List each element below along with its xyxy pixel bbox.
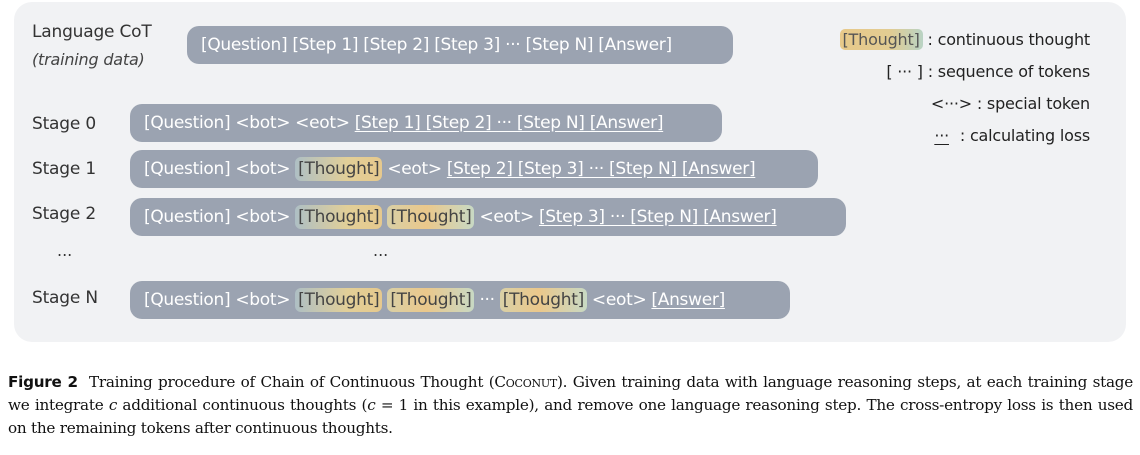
stage-label-0: Stage 0	[32, 114, 96, 134]
thought-token: [Thought]	[295, 205, 383, 229]
stage-label-n: Stage N	[32, 288, 98, 308]
stage-label-1: Stage 1	[32, 159, 96, 179]
var-c-2: c	[367, 396, 376, 414]
thought-token: [Thought]	[295, 288, 383, 312]
stage-ellipsis: ...	[57, 241, 73, 260]
bot-token: <bot>	[235, 159, 291, 179]
loss-tokens: [Step 2] [Step 3] ··· [Step N] [Answer]	[446, 159, 756, 179]
legend-thought-desc: : continuous thought	[927, 30, 1091, 49]
caption-text-a: Training procedure of Chain of Continuou…	[88, 373, 495, 391]
legend-loss-desc: : calculating loss	[959, 126, 1090, 145]
thought-swatch: [Thought]	[839, 29, 923, 50]
question-token: [Question]	[144, 207, 231, 227]
legend-special-desc: : special token	[976, 94, 1090, 113]
bot-token: <bot>	[235, 207, 291, 227]
loss-tokens: [Step 3] ··· [Step N] [Answer]	[538, 207, 777, 227]
figure-label: Figure 2	[8, 373, 78, 391]
thought-token: [Thought]	[387, 205, 475, 229]
stageN-bar: [Question] <bot> [Thought] [Thought] ···…	[130, 281, 790, 319]
thought-token: [Thought]	[387, 288, 475, 312]
method-name: Coconut	[494, 373, 557, 391]
loss-tokens: [Answer]	[651, 290, 725, 310]
legend-thought: [Thought] : continuous thought	[839, 29, 1091, 50]
stage2-bar: [Question] <bot> [Thought] [Thought] <eo…	[130, 198, 846, 236]
stage0-bar: [Question] <bot> <eot> [Step 1] [Step 2]…	[130, 104, 722, 142]
loss-tokens: [Step 1] [Step 2] ··· [Step N] [Answer]	[354, 113, 664, 133]
legend-loss: ··· : calculating loss	[928, 126, 1090, 145]
eot-token: <eot>	[479, 207, 534, 227]
eot-token: <eot>	[295, 113, 350, 133]
legend-seq-symbol: [ ··· ]	[886, 62, 923, 81]
question-token: [Question]	[144, 113, 231, 133]
var-c: c	[108, 396, 118, 414]
stage1-bar: [Question] <bot> [Thought] <eot> [Step 2…	[130, 150, 818, 188]
question-token: [Question]	[144, 290, 231, 310]
legend-special-symbol: <···>	[930, 94, 972, 113]
thought-dots: ···	[479, 290, 495, 310]
middle-ellipsis: ...	[373, 241, 389, 260]
thought-token: [Thought]	[499, 288, 587, 312]
caption-text-d: = 1 in this example), and remove one lan…	[8, 396, 1133, 437]
legend-seq-desc: : sequence of tokens	[927, 62, 1090, 81]
thought-token: [Thought]	[295, 157, 383, 181]
legend-sequence: [ ··· ] : sequence of tokens	[886, 62, 1090, 81]
bot-token: <bot>	[235, 290, 291, 310]
legend-loss-symbol: ···	[934, 126, 949, 145]
question-token: [Question]	[144, 159, 231, 179]
cot-sequence-text: [Question] [Step 1] [Step 2] [Step 3] ··…	[201, 35, 672, 55]
stage-label-2: Stage 2	[32, 204, 96, 224]
eot-token: <eot>	[387, 159, 442, 179]
cot-sequence-bar: [Question] [Step 1] [Step 2] [Step 3] ··…	[187, 26, 733, 64]
caption-text-b: ). Given training data with language rea…	[8, 373, 1134, 414]
cot-sublabel: (training data)	[32, 50, 145, 69]
cot-label: Language CoT	[32, 22, 152, 42]
figure-caption: Figure 2 Training procedure of Chain of …	[8, 371, 1133, 440]
legend-special: <···> : special token	[931, 94, 1090, 113]
bot-token: <bot>	[235, 113, 291, 133]
caption-text-c: additional continuous thoughts (	[117, 396, 368, 414]
eot-token: <eot>	[591, 290, 647, 310]
